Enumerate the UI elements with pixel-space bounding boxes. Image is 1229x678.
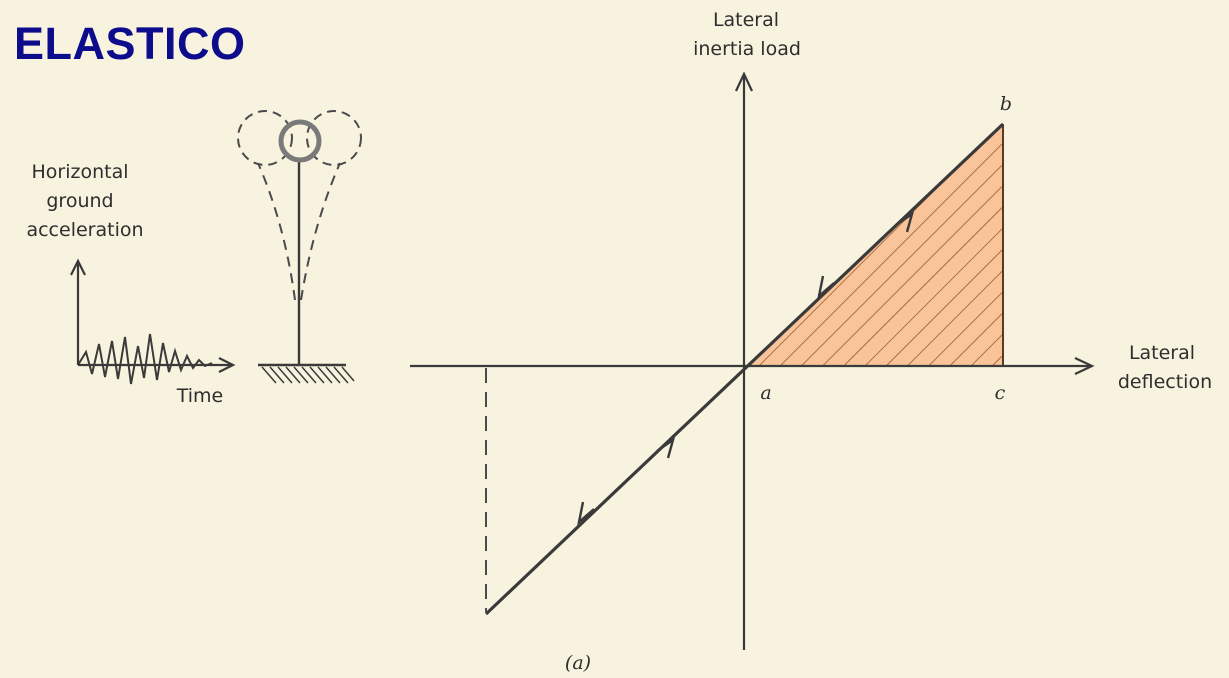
- slide-title: ELASTICO: [14, 18, 246, 69]
- arrow-unloading-upper: [817, 275, 835, 300]
- cantilever-sketch: [237, 110, 362, 384]
- point-b-label: b: [1000, 93, 1012, 115]
- column-deflected-left: [257, 162, 296, 301]
- arrow-loading-upper: [895, 211, 915, 233]
- column-deflected-right: [300, 162, 341, 301]
- mass: [278, 119, 322, 163]
- mass-deflected-right: [306, 110, 362, 166]
- y-axis-label-line-2: inertia load: [693, 38, 801, 60]
- accelerogram-trace: [77, 333, 213, 385]
- accel-label-line-3: acceleration: [26, 219, 143, 241]
- x-axis-arrowhead: [1074, 357, 1095, 375]
- ground-acceleration-inset: Horizontal ground acceleration Time: [26, 161, 236, 407]
- point-c-label: c: [995, 382, 1006, 404]
- figure-caption: (a): [565, 652, 591, 674]
- point-a-label: a: [760, 382, 771, 404]
- accel-axis-arrowhead: [70, 258, 86, 276]
- load-deflection-graph: Lateral inertia load Lateral deflection …: [410, 9, 1212, 674]
- arrow-unloading-lower: [577, 501, 595, 526]
- accel-label-line-2: ground: [46, 190, 113, 212]
- time-axis-arrowhead: [218, 357, 236, 373]
- x-axis-label-line-2: deflection: [1118, 371, 1212, 393]
- y-axis-label-line-1: Lateral: [713, 9, 779, 31]
- time-label: Time: [176, 385, 224, 407]
- elastic-line: [484, 122, 1005, 616]
- x-axis-label-line-1: Lateral: [1129, 342, 1195, 364]
- y-axis-arrowhead: [735, 71, 753, 92]
- ground-hatching: [261, 366, 355, 384]
- accel-label-line-1: Horizontal: [31, 161, 128, 183]
- mass-deflected-left: [237, 110, 293, 166]
- arrow-loading-lower: [656, 437, 676, 459]
